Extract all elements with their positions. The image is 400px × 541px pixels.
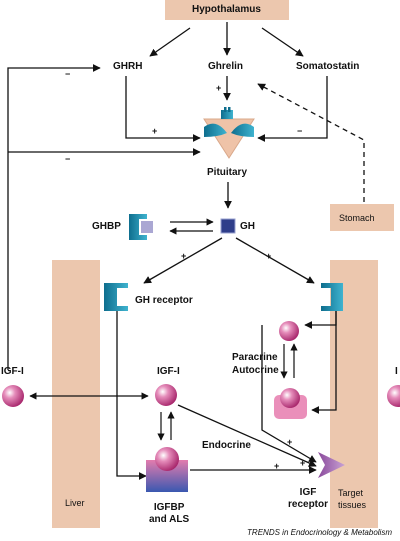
sign-feedback-ghrh-minus: − [65, 69, 71, 79]
stomach-ghrelin-dashed-arrow [257, 83, 365, 202]
gh-molecule-icon [220, 218, 236, 234]
ghbp-gh-exchange-arrows [169, 218, 214, 235]
igfbp-target-icon [274, 388, 307, 419]
target-tissues-label: Target tissues [338, 488, 367, 510]
sign-ghrh-plus: + [152, 126, 158, 136]
sign-endocrine-plus: + [300, 458, 306, 468]
paracrine-exchange-arrows [280, 343, 298, 379]
gh-to-receptors-arrows [143, 237, 315, 284]
igfbp-exchange-arrows [157, 411, 175, 441]
liver-label: Liver [65, 498, 85, 508]
sign-gh-target-plus: + [266, 251, 272, 261]
journal-credit: TRENDS in Endocrinology & Metabolism [247, 528, 392, 537]
right-edge-fragment: I [395, 366, 398, 377]
liver-signal-line [116, 311, 147, 480]
target-signal-lines [304, 311, 337, 414]
stomach-label: Stomach [339, 213, 375, 223]
somatostatin-label: Somatostatin [296, 61, 360, 72]
sign-ghrelin-plus: + [216, 83, 222, 93]
sign-complex-plus: + [274, 461, 280, 471]
igf-center-sphere-icon [155, 384, 177, 406]
autocrine-label: Autocrine [232, 365, 279, 376]
igf-edge-sphere-icon [387, 385, 400, 407]
sign-gh-liver-plus: + [181, 251, 187, 261]
igf-serum-sphere-icon [2, 385, 24, 407]
paracrine-label: Paracrine [232, 352, 278, 363]
igf-receptor-icon [318, 452, 345, 478]
sign-somatostatin-minus: − [297, 126, 303, 136]
pituitary-label: Pituitary [207, 167, 248, 178]
pituitary-icon [203, 107, 255, 159]
gh-receptor-liver-icon [104, 283, 128, 311]
hypothalamus-label: Hypothalamus [192, 4, 261, 15]
gh-receptor-target-icon [321, 283, 343, 311]
igfbp-als-label: IGFBP and ALS [149, 502, 190, 525]
gh-label: GH [240, 221, 255, 232]
ghrelin-label: Ghrelin [208, 61, 244, 72]
paracrine-to-receptor-line [261, 325, 317, 463]
sign-feedback-pituitary-minus: − [65, 154, 71, 164]
ghrh-label: GHRH [113, 61, 143, 72]
sign-paracrine-plus: + [287, 437, 293, 447]
hypothalamus-arrows [149, 22, 304, 57]
endocrine-arrow [177, 404, 317, 467]
igf-receptor-label: IGF receptor [288, 487, 329, 510]
igf-feedback-lines [7, 64, 201, 370]
igf1-serum-label: IGF-I [1, 366, 24, 377]
hypothalamus-box [165, 0, 289, 20]
ghbp-label: GHBP [92, 221, 121, 232]
endocrine-label: Endocrine [202, 440, 251, 451]
stomach-box [330, 204, 394, 231]
igf1-center-label: IGF-I [157, 366, 180, 377]
igfbp-als-complex-icon [146, 447, 188, 492]
pituitary-input-arrows [125, 76, 328, 142]
ghbp-icon [129, 214, 153, 240]
igf-paracrine-sphere-icon [279, 321, 299, 341]
gh-receptor-label: GH receptor [135, 295, 193, 306]
